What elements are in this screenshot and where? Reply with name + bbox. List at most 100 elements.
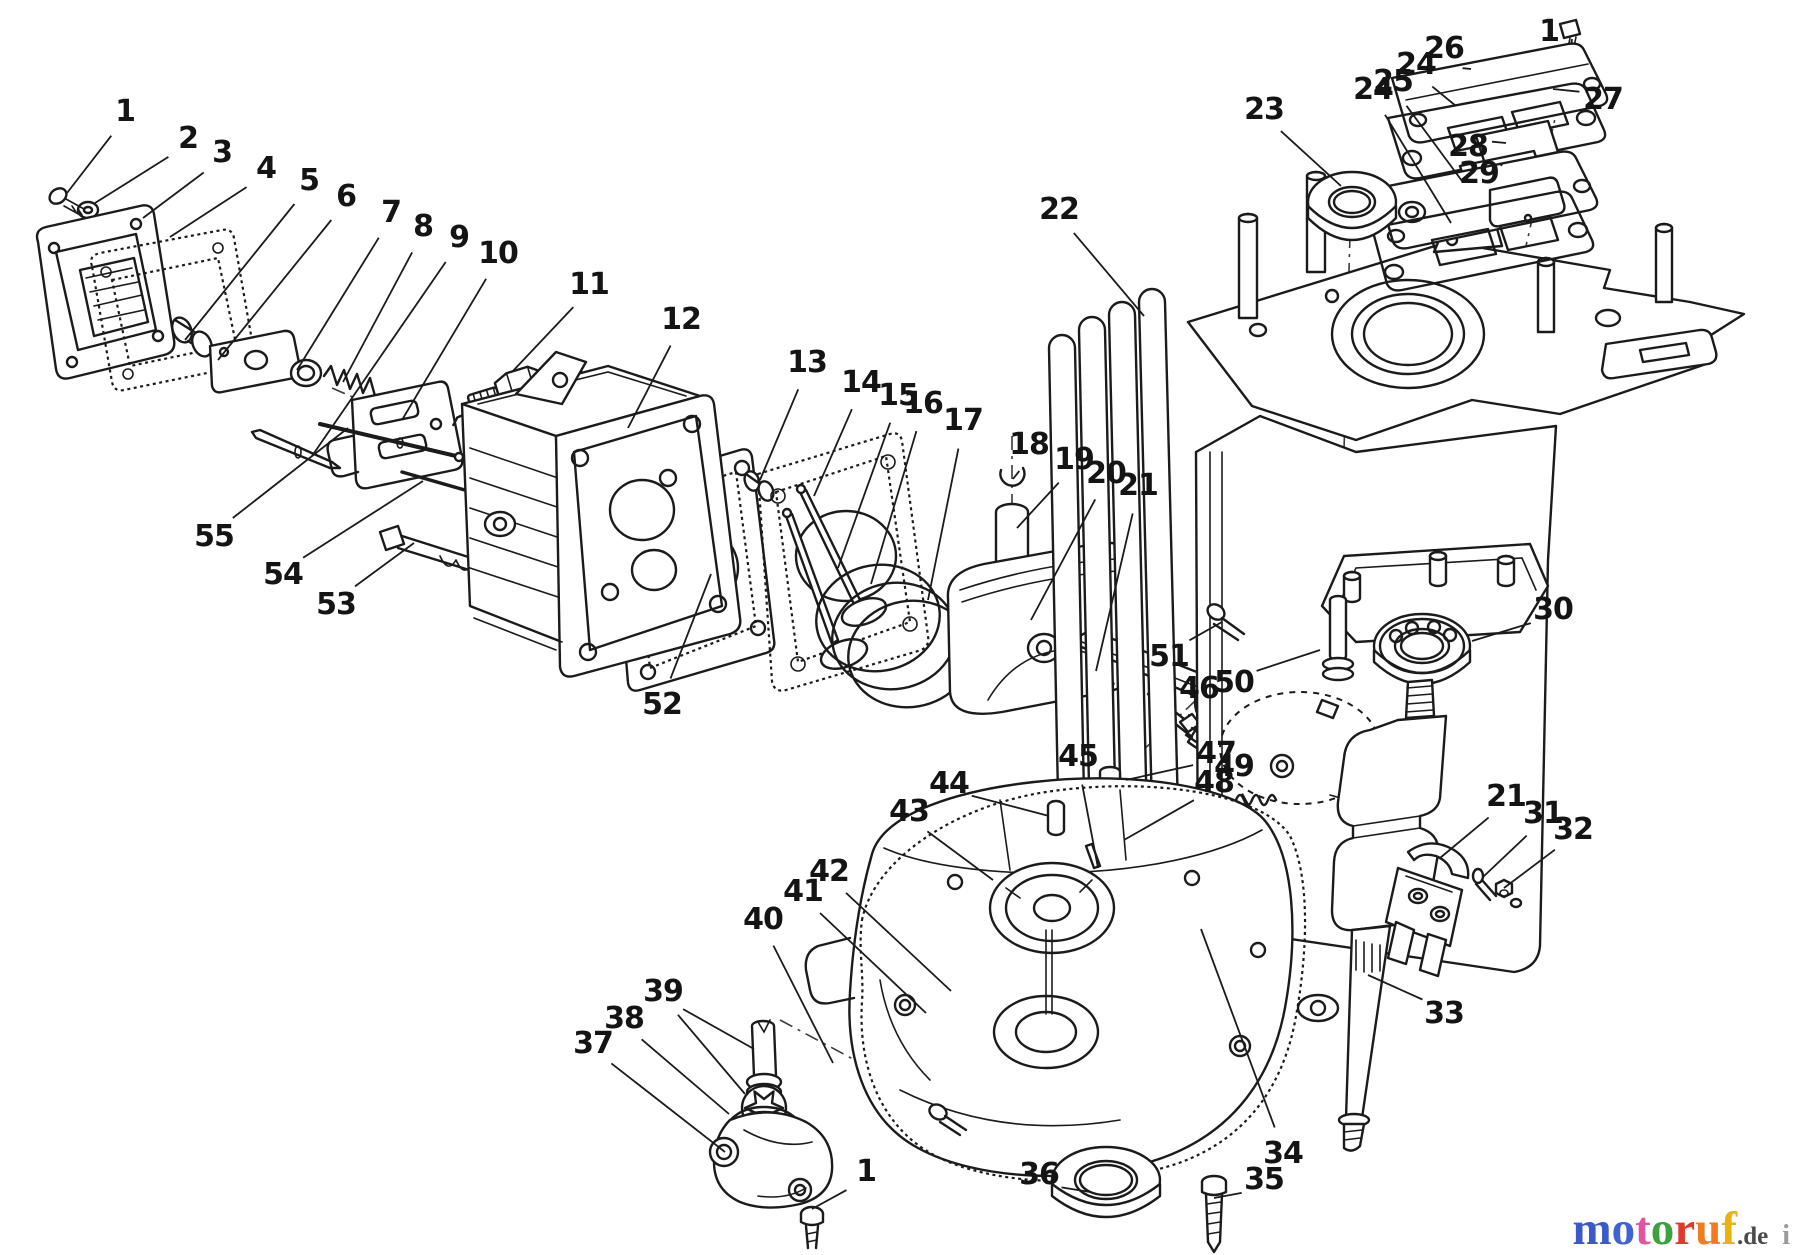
logo-letter-t: t bbox=[1635, 1203, 1651, 1255]
part-number-13-12: 13 bbox=[787, 345, 827, 380]
leader-line-41 bbox=[819, 912, 927, 1014]
part-number-15-14: 15 bbox=[878, 378, 918, 413]
leader-line-49 bbox=[1241, 793, 1250, 807]
bolt-51 bbox=[1206, 603, 1226, 621]
leader-lines bbox=[66, 38, 1580, 1210]
leader-line-39 bbox=[677, 1014, 746, 1095]
part-number-28-28: 28 bbox=[1448, 129, 1488, 164]
block-bottom-flange bbox=[1320, 542, 1550, 644]
part-number-6-5: 6 bbox=[336, 179, 356, 214]
leader-line-7 bbox=[296, 237, 380, 371]
part-number-14-13: 14 bbox=[841, 365, 881, 400]
leader-line-44 bbox=[971, 794, 1050, 817]
part-number-50-52: 50 bbox=[1214, 665, 1254, 700]
crankcase-34 bbox=[848, 777, 1294, 1178]
leader-line-27 bbox=[1552, 88, 1580, 93]
leader-line-31 bbox=[1482, 834, 1528, 878]
part-number-37-39: 37 bbox=[573, 1026, 613, 1061]
leader-line-11 bbox=[511, 306, 574, 373]
part-number-40-42: 40 bbox=[743, 902, 783, 937]
leader-line-42 bbox=[845, 892, 952, 992]
spring-8 bbox=[322, 364, 377, 398]
part-number-29-29: 29 bbox=[1459, 156, 1499, 191]
logo-letter-o: o bbox=[1611, 1203, 1636, 1255]
leader-line-32 bbox=[1503, 848, 1556, 889]
part-number-1-30: 1 bbox=[1539, 14, 1559, 49]
cylinder-bore bbox=[1330, 278, 1486, 390]
part-number-20-19: 20 bbox=[1086, 456, 1126, 491]
leader-line-30 bbox=[1471, 622, 1532, 642]
breather-cover-assembly bbox=[35, 187, 464, 490]
leader-line-40 bbox=[772, 945, 834, 1064]
governor-spring-49 bbox=[1234, 793, 1278, 807]
leader-line-16 bbox=[870, 430, 918, 585]
head-bolt-53 bbox=[378, 524, 406, 552]
leader-line-37 bbox=[610, 1062, 726, 1153]
part-number-2-1: 2 bbox=[178, 121, 198, 156]
leader-line-24 bbox=[1431, 85, 1457, 107]
part-number-21-32: 21 bbox=[1486, 779, 1526, 814]
leader-line-2 bbox=[94, 156, 169, 204]
leader-line-29 bbox=[1500, 163, 1503, 167]
part-number-32-34: 32 bbox=[1553, 812, 1593, 847]
bearing-shell-21 bbox=[1406, 842, 1470, 880]
leader-line-10 bbox=[401, 278, 487, 421]
leader-line-38 bbox=[641, 1038, 730, 1115]
oil-pump-group bbox=[708, 1019, 834, 1250]
part-number-31-33: 31 bbox=[1523, 796, 1563, 831]
part-number-45-47: 45 bbox=[1058, 739, 1098, 774]
leader-line-6 bbox=[217, 219, 332, 361]
leader-line-45 bbox=[1081, 784, 1099, 869]
part-number-1-58: 1 bbox=[856, 1154, 876, 1189]
part-number-10-9: 10 bbox=[478, 236, 518, 271]
part-number-42-44: 42 bbox=[809, 854, 849, 889]
motoruf-logo-word: motoruf bbox=[1572, 1203, 1736, 1255]
muffler-gasket-24-lower bbox=[1370, 190, 1595, 292]
leader-line-24 bbox=[1384, 114, 1452, 224]
logo-letter-u: u bbox=[1695, 1203, 1722, 1255]
pump-shaft-39 bbox=[750, 1019, 778, 1083]
leader-line-5 bbox=[184, 203, 296, 341]
part-number-7-6: 7 bbox=[381, 195, 401, 230]
part-number-33-35: 33 bbox=[1424, 996, 1464, 1031]
leader-line-22 bbox=[1073, 232, 1145, 317]
leader-line-15 bbox=[837, 422, 892, 569]
leader-line-12 bbox=[627, 345, 672, 429]
part-number-22-21: 22 bbox=[1039, 192, 1079, 227]
bearing-clamp-group bbox=[1384, 842, 1523, 978]
part-number-26-26: 26 bbox=[1424, 31, 1464, 66]
leader-line-39 bbox=[682, 1008, 755, 1050]
part-number-4-3: 4 bbox=[256, 151, 276, 186]
leader-line-19 bbox=[1016, 481, 1060, 529]
part-number-39-41: 39 bbox=[643, 974, 683, 1009]
leader-line-33 bbox=[1367, 974, 1423, 1001]
leader-line-8 bbox=[342, 251, 413, 383]
part-number-30-31: 30 bbox=[1533, 592, 1573, 627]
clamp-nut-32 bbox=[1494, 878, 1514, 899]
leader-line-52 bbox=[669, 573, 712, 679]
part-number-44-46: 44 bbox=[929, 766, 969, 801]
part-number-49-51: 49 bbox=[1214, 749, 1254, 784]
muffler-gasket-24-upper bbox=[1386, 82, 1607, 180]
leader-line-47 bbox=[1125, 764, 1194, 781]
part-number-3-2: 3 bbox=[212, 135, 232, 170]
part-number-48-50: 48 bbox=[1194, 765, 1234, 800]
logo-letter-o: o bbox=[1650, 1203, 1675, 1255]
key-tab bbox=[1600, 328, 1718, 380]
valve-cap-7 bbox=[289, 358, 323, 388]
part-number-52-54: 52 bbox=[642, 687, 682, 722]
part-number-9-8: 9 bbox=[449, 220, 469, 255]
part-number-25-24: 25 bbox=[1373, 64, 1413, 99]
leader-line-3 bbox=[142, 171, 205, 219]
part-number-18-17: 18 bbox=[1009, 427, 1049, 462]
part-number-55-57: 55 bbox=[194, 519, 234, 554]
leader-line-1 bbox=[1570, 38, 1573, 45]
leader-line-34 bbox=[1200, 928, 1276, 1128]
part-number-16-15: 16 bbox=[903, 386, 943, 421]
leader-line-9 bbox=[311, 261, 447, 457]
part-number-8-7: 8 bbox=[413, 209, 433, 244]
leader-line-17 bbox=[927, 448, 960, 601]
